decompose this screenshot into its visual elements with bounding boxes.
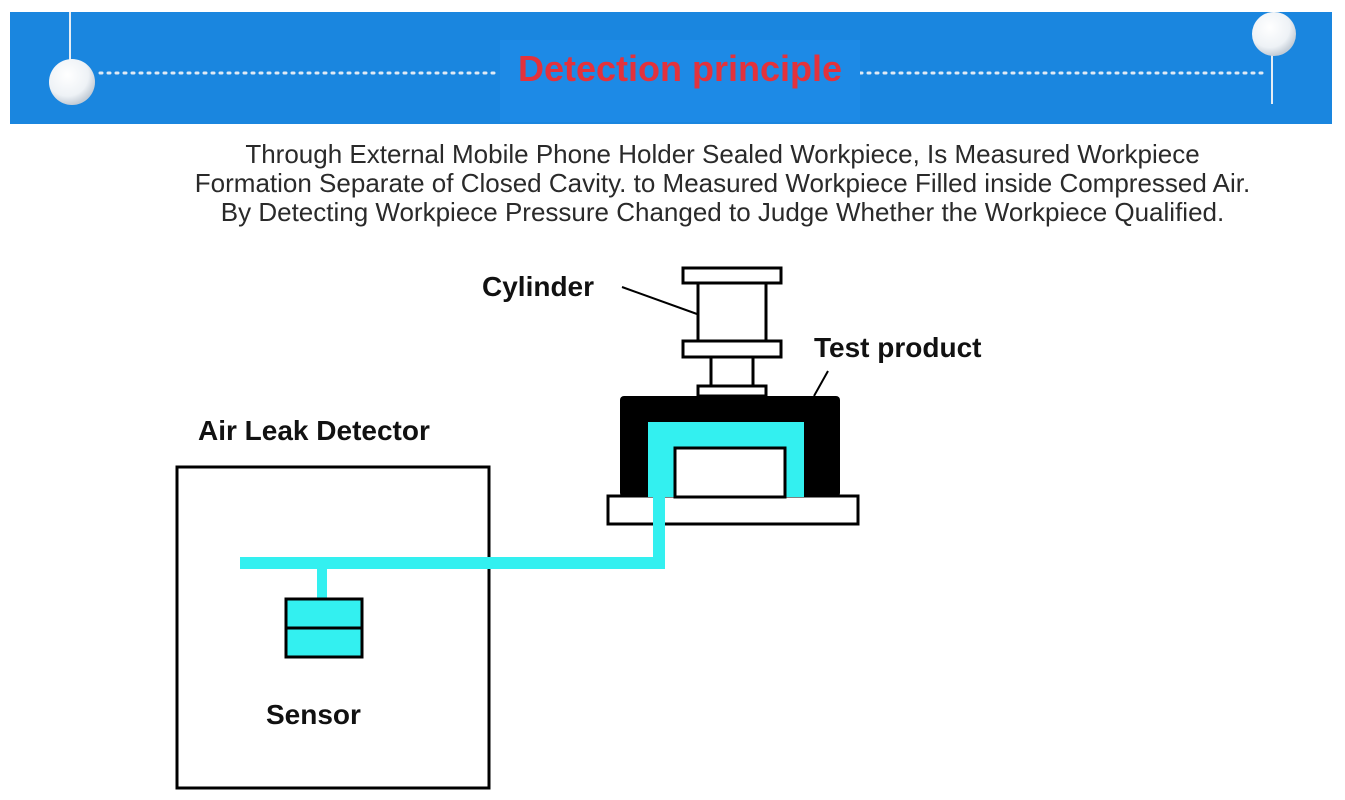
air-leak-detector-label: Air Leak Detector <box>198 415 430 446</box>
cylinder-top-cap <box>681 266 783 285</box>
cylinder-label: Cylinder <box>482 271 595 302</box>
description: Through External Mobile Phone Holder Sea… <box>100 140 1345 227</box>
inner-workpiece <box>673 446 787 499</box>
description-line-1: Through External Mobile Phone Holder Sea… <box>245 139 1200 169</box>
test-product-leader-line <box>813 370 829 397</box>
page-title: Detection principle <box>500 40 860 122</box>
description-line-3: By Detecting Workpiece Pressure Changed … <box>220 197 1225 227</box>
cylinder-lower-flange <box>681 339 783 359</box>
air-tube <box>240 490 665 569</box>
cylinder-leader-line <box>621 286 698 315</box>
cylinder-body <box>696 281 768 343</box>
banner-decoration <box>49 12 1296 105</box>
description-line-2: Formation Separate of Closed Cavity. to … <box>194 168 1251 198</box>
left-ornament-ball <box>49 59 95 105</box>
header-banner: Detection principle <box>10 12 1332 124</box>
fixture-base <box>606 494 860 526</box>
diagram-drawing <box>175 266 860 790</box>
test-product-label: Test product <box>814 332 982 363</box>
cylinder-rod <box>709 355 755 389</box>
sensor-label: Sensor <box>266 699 361 730</box>
cylinder-press-plate <box>696 384 768 398</box>
detection-diagram <box>0 240 1345 800</box>
right-ornament-ball <box>1252 12 1296 56</box>
